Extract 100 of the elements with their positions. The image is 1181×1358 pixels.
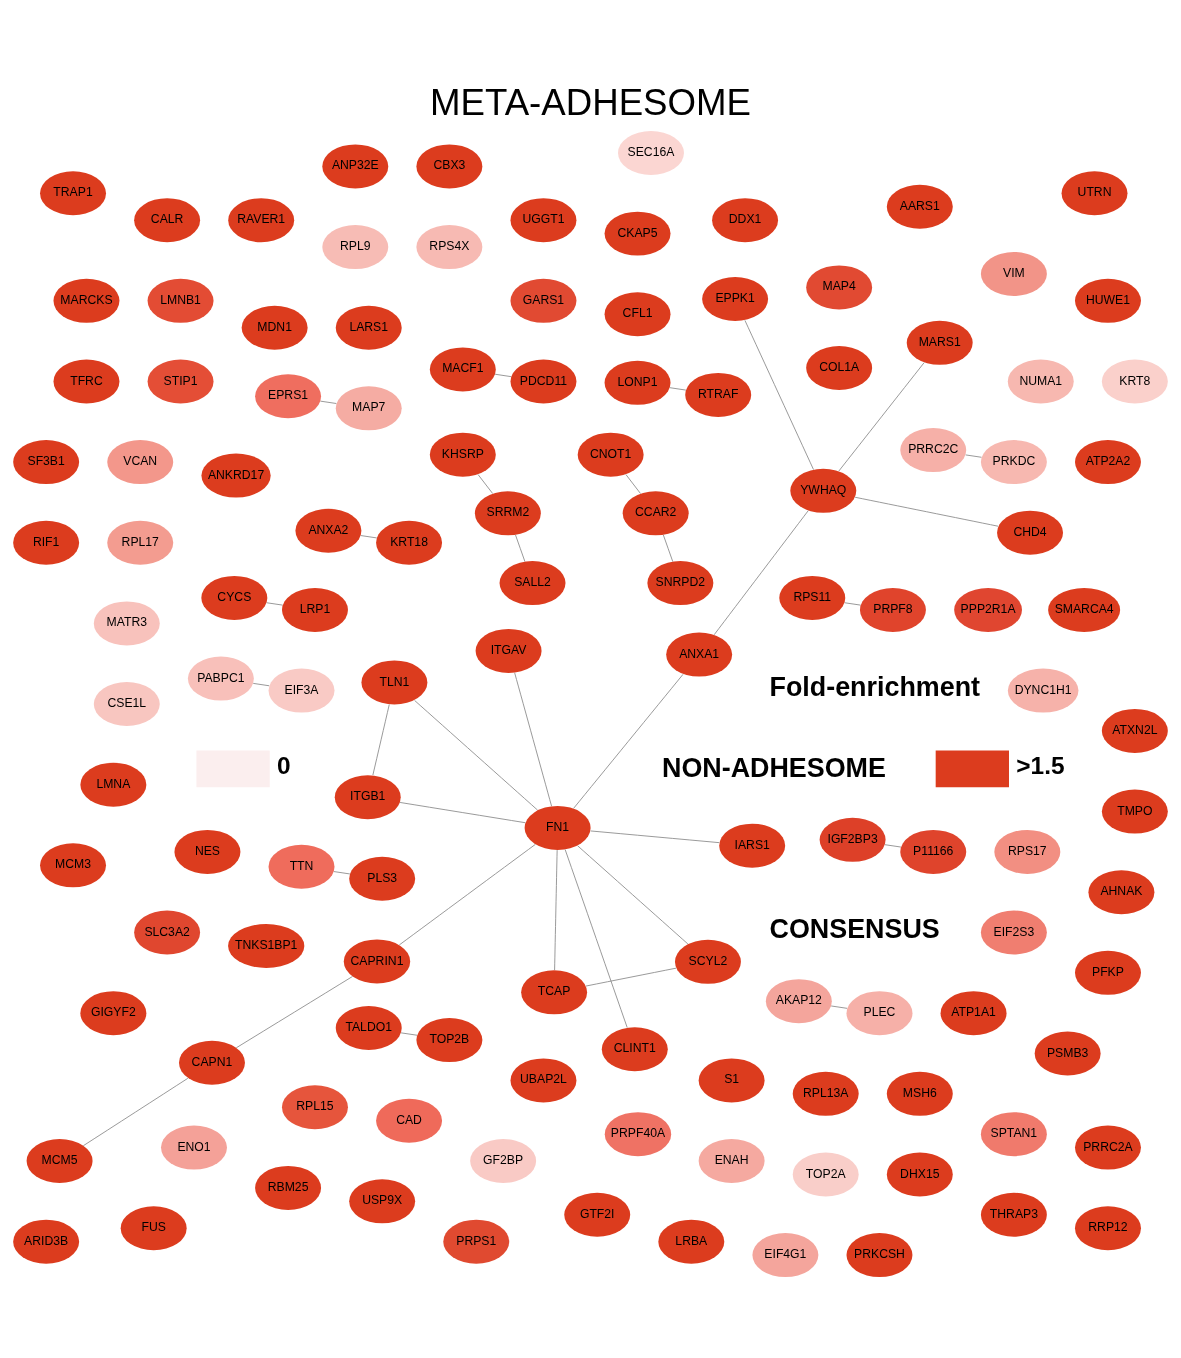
connector bbox=[854, 496, 999, 527]
node-ellipse: SALL2 bbox=[499, 561, 566, 606]
diagram-title: META-ADHESOME bbox=[430, 82, 751, 124]
node-ellipse: SLC3A2 bbox=[134, 910, 201, 955]
node-ellipse: MAP7 bbox=[335, 386, 402, 431]
node-ellipse: MDN1 bbox=[241, 305, 308, 350]
node-ellipse: YWHAQ bbox=[790, 468, 857, 513]
node-ellipse: EIF2S3 bbox=[980, 910, 1047, 955]
node-ellipse: NUMA1 bbox=[1007, 359, 1074, 404]
node-ellipse: S1 bbox=[698, 1058, 765, 1103]
connector bbox=[838, 362, 925, 472]
node-ellipse: UGGT1 bbox=[510, 198, 577, 243]
node-ellipse: ANKRD17 bbox=[201, 453, 271, 498]
node-ellipse: PFKP bbox=[1075, 950, 1141, 995]
node-ellipse: TNKS1BP1 bbox=[228, 924, 305, 968]
node-ellipse: GIGYF2 bbox=[80, 991, 147, 1036]
node-ellipse: LMNA bbox=[80, 762, 147, 807]
node-ellipse: LARS1 bbox=[335, 305, 402, 350]
label: Fold-enrichment bbox=[769, 672, 981, 703]
node-ellipse: FUS bbox=[120, 1206, 187, 1251]
node-ellipse: IARS1 bbox=[719, 823, 786, 868]
node-ellipse: VIM bbox=[980, 251, 1047, 296]
node-ellipse: NES bbox=[174, 829, 241, 874]
connector bbox=[400, 1032, 418, 1036]
node-ellipse: AARS1 bbox=[886, 184, 953, 229]
node-ellipse: CAPRIN1 bbox=[343, 939, 411, 984]
connector bbox=[573, 673, 684, 809]
node-ellipse: SPTAN1 bbox=[980, 1112, 1047, 1157]
node-ellipse: DYNC1H1 bbox=[1007, 668, 1079, 713]
legend-label: 0 bbox=[277, 751, 291, 779]
node-ellipse: P11166 bbox=[900, 829, 967, 874]
node-ellipse: CCAR2 bbox=[622, 491, 689, 536]
node-ellipse: SMARCA4 bbox=[1048, 587, 1121, 632]
node-ellipse: SEC16A bbox=[618, 131, 684, 175]
connector bbox=[744, 319, 814, 470]
connector bbox=[713, 510, 809, 636]
node-ellipse: RPL13A bbox=[792, 1071, 859, 1116]
connector bbox=[235, 976, 353, 1049]
node-ellipse: ENAH bbox=[698, 1139, 765, 1184]
node-ellipse: TRAP1 bbox=[40, 171, 106, 216]
node-ellipse: TOP2A bbox=[792, 1152, 859, 1197]
node-ellipse: PRKDC bbox=[980, 440, 1047, 485]
node-ellipse: TTN bbox=[268, 844, 335, 889]
node-ellipse: ARID3B bbox=[13, 1219, 80, 1264]
connector bbox=[372, 704, 390, 776]
node-ellipse: CBX3 bbox=[416, 144, 483, 189]
node-ellipse: TOP2B bbox=[416, 1018, 483, 1063]
connector bbox=[590, 830, 720, 844]
node-ellipse: PRRC2A bbox=[1075, 1125, 1141, 1170]
connector bbox=[333, 871, 351, 875]
connector bbox=[252, 682, 270, 687]
node-ellipse: RPS4X bbox=[416, 225, 483, 270]
node-ellipse: CLINT1 bbox=[601, 1027, 668, 1072]
label: NON-ADHESOME bbox=[661, 752, 886, 783]
connector bbox=[360, 535, 378, 539]
connector bbox=[514, 672, 553, 807]
node-ellipse: STIP1 bbox=[147, 359, 214, 404]
connector bbox=[577, 845, 689, 945]
connector bbox=[399, 802, 526, 824]
node-ellipse: CNOT1 bbox=[577, 432, 644, 477]
node-ellipse: LRBA bbox=[658, 1219, 725, 1264]
connector bbox=[398, 843, 536, 946]
node-ellipse: PPP2R1A bbox=[954, 587, 1022, 632]
node-ellipse: PRPS1 bbox=[443, 1219, 510, 1264]
node-ellipse: PDCD11 bbox=[510, 359, 577, 404]
node-ellipse: PABPC1 bbox=[187, 656, 254, 701]
node-ellipse: ENO1 bbox=[161, 1125, 227, 1170]
node-ellipse: DDX1 bbox=[712, 198, 779, 243]
node-ellipse: ATP1A1 bbox=[940, 991, 1007, 1036]
node-ellipse: EPPK1 bbox=[702, 277, 769, 322]
node-ellipse: PRPF40A bbox=[604, 1112, 672, 1157]
node-ellipse: CHD4 bbox=[997, 510, 1064, 555]
node-ellipse: USP9X bbox=[349, 1179, 416, 1224]
node-ellipse: MACF1 bbox=[429, 347, 496, 392]
node-ellipse: FN1 bbox=[524, 805, 591, 850]
node-ellipse: TALDO1 bbox=[335, 1006, 402, 1050]
node-ellipse: ANP32E bbox=[322, 144, 389, 189]
connector bbox=[884, 844, 902, 848]
node-ellipse: PRRC2C bbox=[900, 428, 967, 473]
node-ellipse: UBAP2L bbox=[510, 1058, 577, 1103]
node-ellipse: PSMB3 bbox=[1034, 1031, 1101, 1076]
node-ellipse: CFL1 bbox=[604, 292, 671, 337]
node-ellipse: TFRC bbox=[53, 359, 120, 404]
node-ellipse: COL1A bbox=[806, 346, 873, 390]
connector bbox=[625, 474, 641, 494]
node-ellipse: CAD bbox=[376, 1098, 443, 1143]
node-ellipse: EIF3A bbox=[268, 668, 335, 713]
node-ellipse: TCAP bbox=[521, 970, 588, 1015]
node-ellipse: KHSRP bbox=[429, 432, 496, 477]
node-ellipse: RPS11 bbox=[779, 575, 846, 620]
connector bbox=[320, 400, 337, 404]
node-ellipse: MATR3 bbox=[93, 601, 160, 646]
node-ellipse: CSE1L bbox=[93, 682, 160, 727]
node-ellipse: ANXA2 bbox=[295, 508, 362, 553]
node-ellipse: LMNB1 bbox=[147, 278, 214, 323]
connector bbox=[515, 534, 526, 563]
node-ellipse: ATP2A2 bbox=[1075, 440, 1141, 485]
node-ellipse: RPL17 bbox=[107, 520, 174, 565]
connector bbox=[564, 849, 628, 1028]
node-ellipse: SNRPD2 bbox=[647, 561, 714, 606]
